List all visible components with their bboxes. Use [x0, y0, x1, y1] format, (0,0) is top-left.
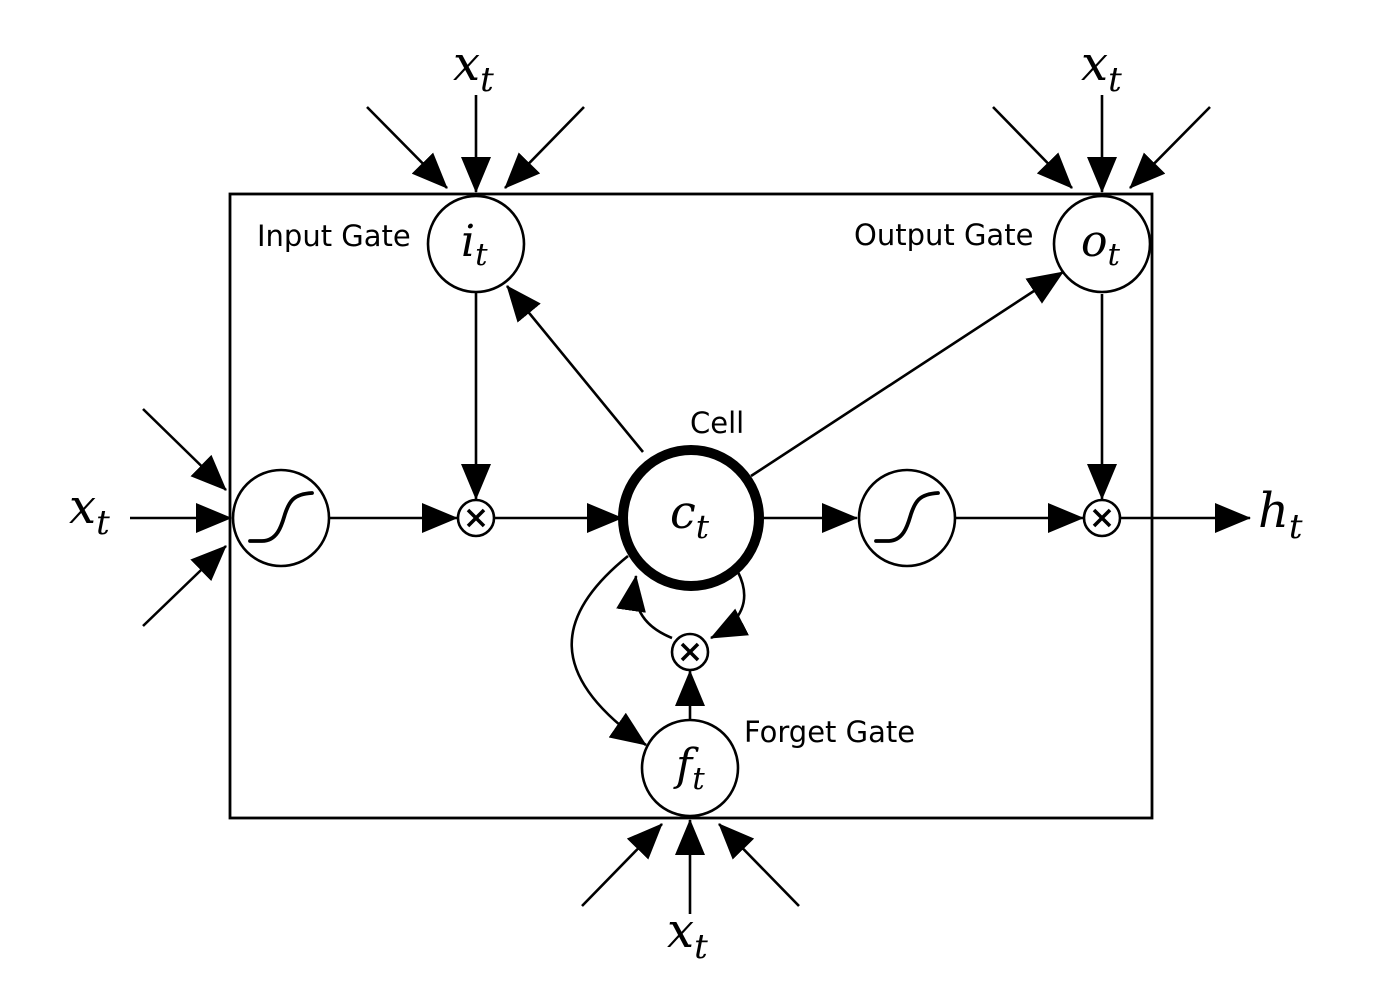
multiply-icon	[466, 508, 486, 528]
multiply-icon	[1092, 508, 1112, 528]
input-gate-symbol: i	[461, 216, 475, 267]
output-squash-node	[857, 468, 957, 568]
multiply-icon	[680, 642, 700, 662]
input-gate-label: Input Gate	[257, 219, 411, 253]
sigmoid-icon	[874, 491, 940, 543]
input-gate-inputs	[366, 95, 585, 193]
svg-text:it: it	[461, 216, 488, 273]
forget-gate-subscript: t	[692, 761, 705, 797]
output-gate-node: ot	[1052, 194, 1152, 294]
output-gate-subscript: t	[1108, 237, 1121, 273]
forget-multiply-node	[670, 632, 710, 672]
input-gate-subscript: t	[475, 237, 488, 273]
cell-subscript: t	[696, 507, 710, 546]
forget-gate-label: Forget Gate	[744, 715, 915, 749]
output-gate-inputs	[992, 95, 1211, 193]
svg-text:ot: ot	[1081, 216, 1121, 273]
output-multiply-node	[1082, 498, 1122, 538]
forget-gate-node: ft	[640, 718, 740, 818]
sigmoid-icon	[248, 491, 314, 543]
forget-gate-x-label: xt	[667, 903, 708, 967]
svg-text:ct: ct	[670, 485, 710, 546]
cell-input-x-label: xt	[69, 479, 110, 543]
output-gate-label: Output Gate	[854, 218, 1033, 252]
input-gate-node: it	[426, 194, 526, 294]
cell-node: ct	[618, 445, 764, 591]
internal-connections	[330, 270, 1251, 747]
input-multiply-node	[456, 498, 496, 538]
output-gate-symbol: o	[1081, 216, 1108, 267]
cell-label: Cell	[690, 406, 744, 440]
input-squash-node	[231, 468, 331, 568]
cell-input-inputs	[130, 408, 232, 627]
cell-symbol: c	[670, 485, 696, 539]
output-h-label: ht	[1258, 483, 1303, 547]
input-gate-x-label: xt	[453, 36, 494, 100]
output-gate-x-label: xt	[1081, 36, 1122, 100]
forget-gate-inputs	[581, 819, 800, 914]
